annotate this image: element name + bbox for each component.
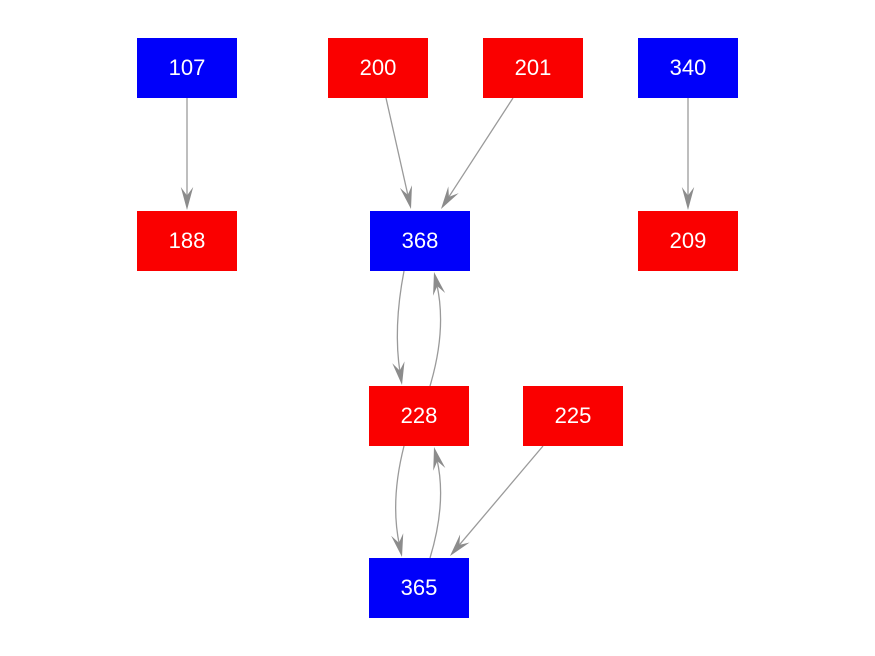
node-label: 188 — [168, 228, 206, 253]
graph-node-107[interactable]: 107 — [137, 38, 237, 98]
arrowhead-368-228 — [392, 361, 405, 385]
edge-228-365 — [395, 445, 405, 546]
node-label: 209 — [669, 228, 707, 253]
graph-node-188[interactable]: 188 — [137, 211, 237, 271]
graph-node-368[interactable]: 368 — [370, 211, 470, 271]
edge-368-228 — [396, 270, 405, 374]
edge-228-368 — [429, 283, 442, 387]
node-label: 107 — [168, 55, 206, 80]
graph-node-340[interactable]: 340 — [638, 38, 738, 98]
arrowhead-201-368 — [441, 186, 459, 209]
arrowhead-225-365 — [450, 534, 470, 556]
graph-node-200[interactable]: 200 — [328, 38, 428, 98]
arrowhead-228-368 — [433, 272, 446, 296]
graph-node-201[interactable]: 201 — [483, 38, 583, 98]
edge-201-368 — [446, 97, 514, 200]
arrowhead-228-365 — [391, 533, 404, 557]
arrowhead-200-368 — [399, 185, 412, 209]
node-label: 225 — [554, 403, 592, 428]
edge-225-365 — [457, 445, 544, 548]
graph-node-225[interactable]: 225 — [523, 386, 623, 446]
graph-node-228[interactable]: 228 — [369, 386, 469, 446]
node-label: 228 — [400, 403, 438, 428]
edge-365-228 — [429, 458, 442, 559]
arrowhead-340-209 — [681, 187, 695, 210]
arrowhead-365-228 — [433, 447, 446, 471]
node-label: 368 — [401, 228, 439, 253]
edge-200-368 — [385, 97, 409, 198]
graph-node-365[interactable]: 365 — [369, 558, 469, 618]
node-label: 201 — [514, 55, 552, 80]
arrowhead-107-188 — [180, 187, 194, 210]
node-label: 340 — [669, 55, 707, 80]
graph-node-209[interactable]: 209 — [638, 211, 738, 271]
node-label: 365 — [400, 575, 438, 600]
node-label: 200 — [359, 55, 397, 80]
